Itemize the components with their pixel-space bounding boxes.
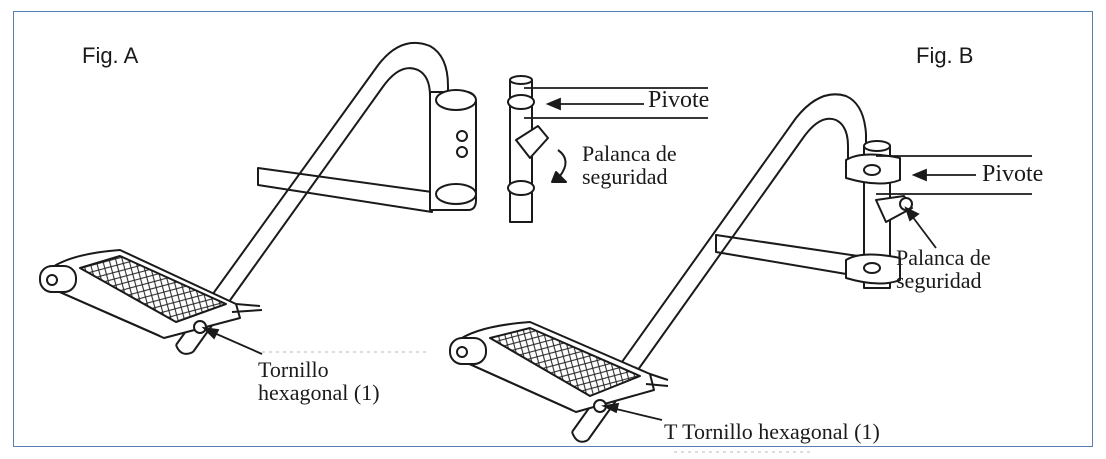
figure-a-screw-label: Tornillo hexagonal (1): [258, 358, 380, 404]
footrest-a-pointers: [201, 87, 708, 355]
scan-artifacts: [262, 351, 812, 453]
figure-b-pivot-label: Pivote: [982, 161, 1044, 187]
footrest-a-lever: [515, 125, 549, 159]
footrest-b-pointers: [601, 155, 1032, 421]
footrest-a-brace: [257, 167, 433, 213]
figure-b-screw-label: T Tornillo hexagonal (1): [664, 419, 880, 444]
figure-a-lever-label: Palanca de seguridad: [582, 142, 677, 188]
footrest-b: [449, 93, 913, 443]
footrest-b-brace: [715, 234, 859, 277]
figure-a-lever-line1: Palanca de: [582, 141, 677, 166]
diagram-frame: [13, 11, 1093, 447]
figure-a-screw-line1: Tornillo: [258, 357, 329, 382]
figure-b-lever-label: Palanca de seguridad: [896, 246, 991, 292]
footrest-a-tube: [175, 41, 449, 346]
figure-a-pivot-label: Pivote: [648, 87, 710, 113]
figure-b-lever-line1: Palanca de: [896, 245, 991, 270]
footrest-a: [39, 41, 567, 355]
footrest-a-screw: [193, 320, 207, 334]
figure-a-lever-line2: seguridad: [582, 164, 668, 190]
footrest-b-tube: [571, 93, 867, 433]
figure-b-lever-line2: seguridad: [896, 268, 982, 294]
figure-b-title: Fig. B: [916, 43, 974, 68]
figure-a-screw-line2: hexagonal (1): [258, 380, 380, 406]
figure-a-title: Fig. A: [82, 43, 139, 68]
